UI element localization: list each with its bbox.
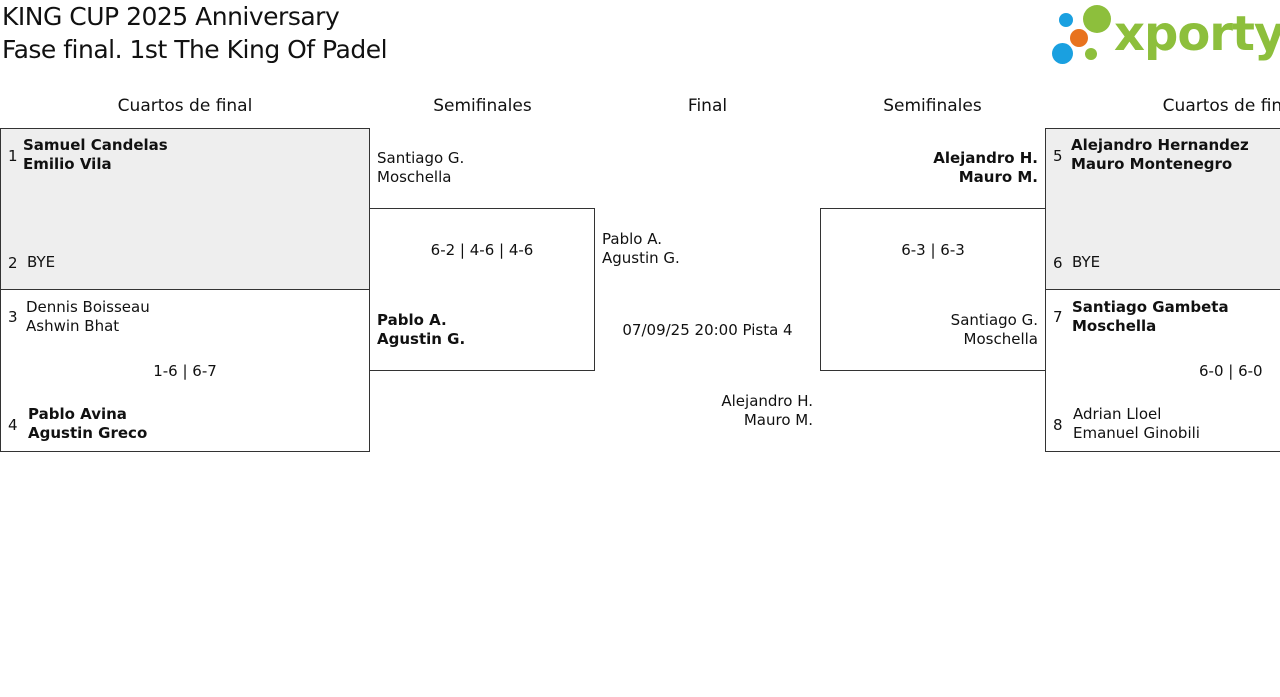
seed-number: 8: [1053, 416, 1063, 434]
team-player-1: Pablo Avina: [28, 405, 127, 423]
semi-team-bottom-player-1: Santiago G.: [950, 311, 1038, 329]
semi-team-top-player-2: Mauro M.: [958, 168, 1038, 186]
team-player-1: Santiago Gambeta: [1072, 298, 1229, 316]
team-player-2: Ashwin Bhat: [26, 317, 120, 335]
team-player-1: Adrian Lloel: [1073, 405, 1162, 423]
match-card-right-quarter-1[interactable]: 5 Alejandro Hernandez Mauro Montenegro 6…: [1045, 128, 1280, 290]
semi-team-bottom-player-1: Pablo A.: [377, 311, 447, 329]
final-schedule: 07/09/25 20:00 Pista 4: [622, 321, 793, 339]
seed-number: 2: [8, 254, 18, 272]
final-team-bottom-player-1: Alejandro H.: [721, 392, 813, 410]
semi-team-bottom-player-2: Agustin G.: [377, 330, 466, 348]
logo-dot-blue-large: [1052, 43, 1073, 64]
final-team-bottom-player-2: Mauro M.: [743, 411, 813, 429]
semi-team-top-player-2: Moschella: [377, 168, 452, 186]
logo-dot-green: [1083, 5, 1111, 33]
team-player-2: Emanuel Ginobili: [1073, 424, 1200, 442]
logo-wordmark: xporty: [1114, 6, 1280, 62]
team-player-1: Dennis Boisseau: [26, 298, 150, 316]
match-card-left-quarter-1[interactable]: 1 Samuel Candelas Emilio Vila 2 BYE: [0, 128, 370, 290]
seed-number: 4: [8, 416, 18, 434]
match-card-left-quarter-2[interactable]: 3 Dennis Boisseau Ashwin Bhat 1-6 | 6-7 …: [0, 289, 370, 452]
match-score: 6-3 | 6-3: [901, 241, 965, 259]
seed-number: 7: [1053, 308, 1063, 326]
match-card-right-semi[interactable]: 6-3 | 6-3 Santiago G. Moschella: [820, 208, 1046, 371]
team-player-1: Samuel Candelas: [23, 136, 168, 154]
semi-team-bottom-player-2: Moschella: [963, 330, 1038, 348]
seed-number: 3: [8, 308, 18, 326]
round-header-final: Final: [687, 96, 728, 116]
team-player-1: Alejandro Hernandez: [1071, 136, 1249, 154]
round-header-left-quarters: Cuartos de final: [117, 96, 253, 116]
match-score: 6-2 | 4-6 | 4-6: [430, 241, 534, 259]
bye-label: BYE: [1072, 253, 1101, 271]
final-team-top-player-1: Pablo A.: [602, 230, 662, 248]
round-header-right-semis: Semifinales: [883, 96, 982, 116]
bye-label: BYE: [27, 253, 56, 271]
team-player-2: Mauro Montenegro: [1071, 155, 1233, 173]
match-card-left-semi[interactable]: 6-2 | 4-6 | 4-6 Pablo A. Agustin G.: [369, 208, 595, 371]
match-card-right-quarter-2[interactable]: 7 Santiago Gambeta Moschella 6-0 | 6-0 8…: [1045, 289, 1280, 452]
xporty-logo[interactable]: xporty: [1050, 4, 1280, 68]
match-score: 6-0 | 6-0: [1199, 362, 1263, 380]
final-team-top-player-2: Agustin G.: [602, 249, 680, 267]
team-player-2: Moschella: [1072, 317, 1157, 335]
seed-number: 5: [1053, 147, 1063, 165]
round-header-left-semis: Semifinales: [433, 96, 532, 116]
tournament-subtitle: Fase final. 1st The King Of Padel: [2, 35, 388, 64]
tournament-title: KING CUP 2025 Anniversary: [2, 2, 340, 31]
team-player-2: Emilio Vila: [23, 155, 112, 173]
team-player-2: Agustin Greco: [28, 424, 148, 442]
logo-dot-blue: [1059, 13, 1073, 27]
semi-team-top-player-1: Santiago G.: [377, 149, 465, 167]
round-header-right-quarters: Cuartos de final: [1162, 96, 1280, 116]
logo-dot-orange: [1070, 29, 1088, 47]
match-score: 1-6 | 6-7: [153, 362, 217, 380]
logo-dot-green-small: [1085, 48, 1097, 60]
seed-number: 1: [8, 147, 18, 165]
semi-team-top-player-1: Alejandro H.: [933, 149, 1038, 167]
seed-number: 6: [1053, 254, 1063, 272]
